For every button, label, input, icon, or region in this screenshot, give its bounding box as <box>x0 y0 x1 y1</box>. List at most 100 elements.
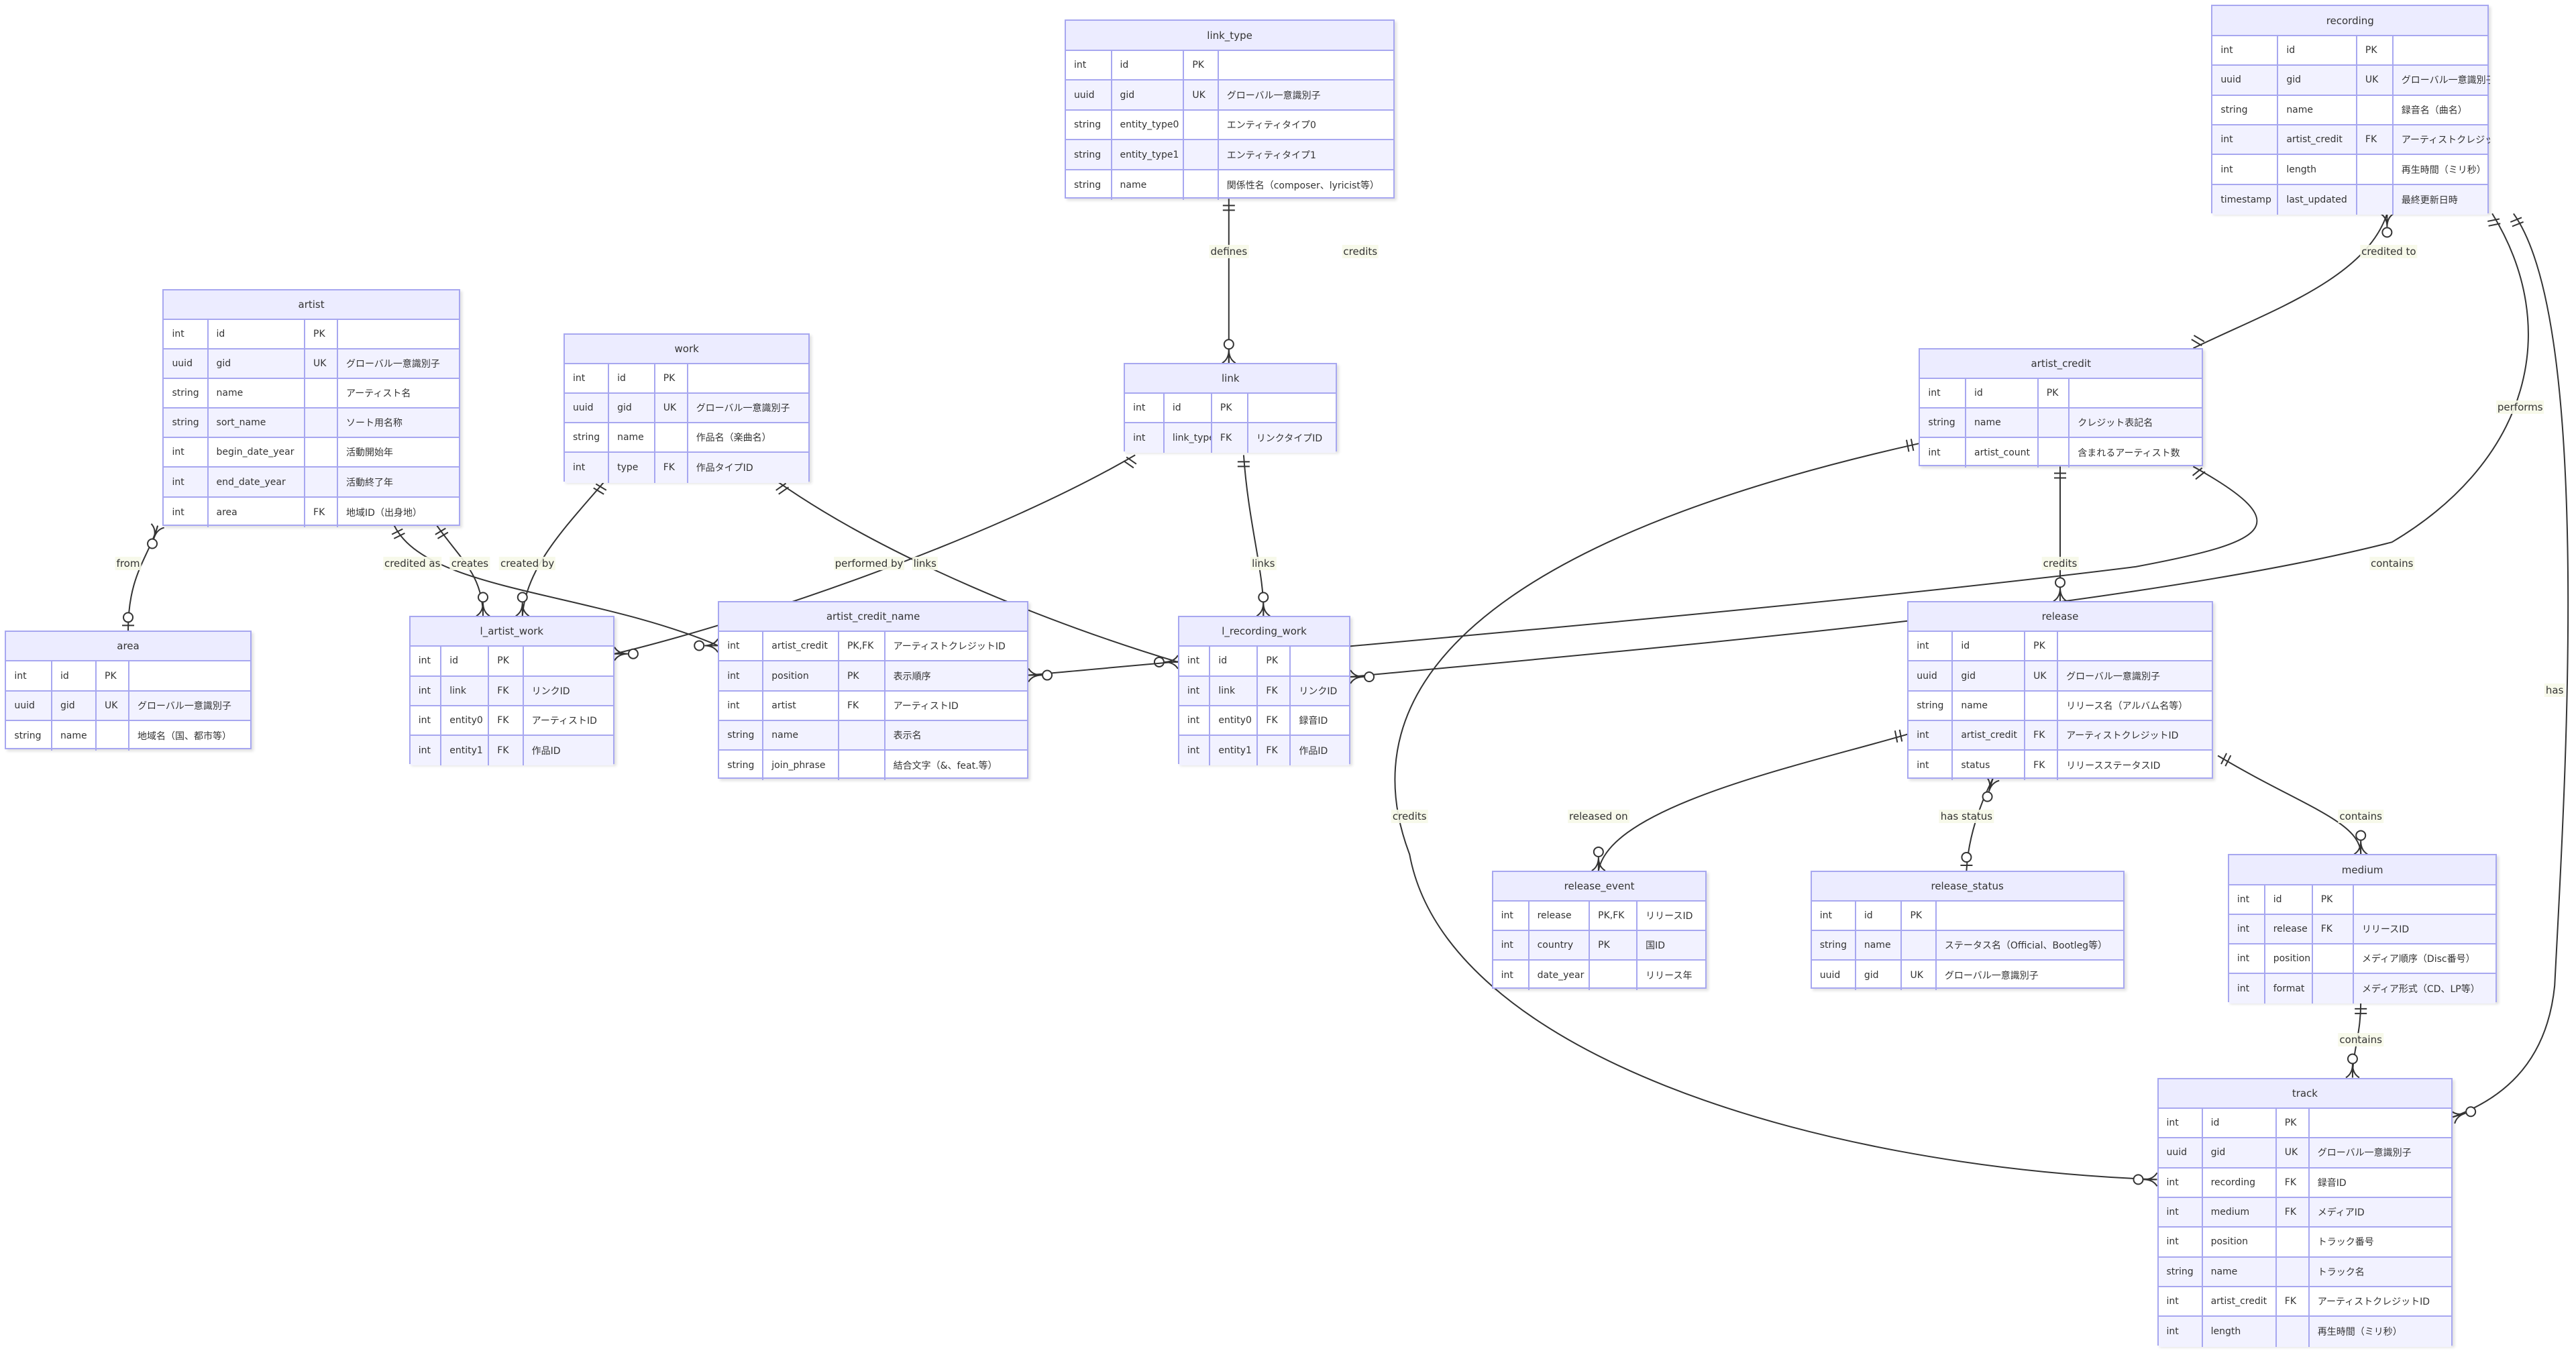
attribute-type: string <box>2159 1257 2203 1286</box>
attribute-name: medium <box>2203 1197 2277 1227</box>
attribute-type: string <box>565 423 610 452</box>
attribute-key: PK <box>1902 902 1937 930</box>
attribute-key <box>839 750 885 780</box>
attribute-comment: 再生時間（ミリ秒） <box>2401 164 2486 176</box>
attribute-comment: グローバル一意識別子 <box>1226 90 1321 101</box>
attribute-comment: アーティストクレジットID <box>893 641 1006 653</box>
attribute-key: FK <box>2277 1197 2310 1227</box>
cardinality-one-mark <box>1126 456 1137 465</box>
crows-foot-icon <box>515 602 530 617</box>
attribute-key <box>305 468 339 496</box>
attribute-key <box>305 438 339 467</box>
relationship-label: credits <box>1391 810 1428 824</box>
attribute-key: PK <box>305 320 339 349</box>
crows-foot-icon <box>2353 841 2368 855</box>
attribute-key: FK <box>489 706 524 735</box>
attribute-type: string <box>719 720 764 749</box>
attribute-comment: グローバル一意識別子 <box>2066 671 2161 682</box>
attribute-name: gid <box>1112 80 1185 109</box>
attribute-key <box>1902 931 1937 960</box>
crows-foot-icon <box>614 647 628 661</box>
cardinality-one-mark <box>593 487 604 495</box>
attribute-name: id <box>1953 632 2026 661</box>
attribute-key <box>2357 155 2394 184</box>
attribute-key: FK <box>489 676 524 705</box>
attribute-key <box>2277 1228 2310 1256</box>
attribute-type: uuid <box>2212 66 2279 95</box>
attribute-comment: グローバル一意識別子 <box>138 700 231 712</box>
cardinality-zero-mark <box>627 648 639 659</box>
attribute-comment: リリース名（アルバム名等） <box>2066 700 2188 712</box>
attribute-type: int <box>1179 647 1211 675</box>
attribute-comment <box>2058 632 2214 660</box>
attribute-comment: メディアID <box>2317 1207 2365 1219</box>
entity-title: track <box>2158 1079 2452 1109</box>
crows-foot-icon <box>704 638 719 653</box>
attribute-comment: 作品タイプID <box>696 463 753 474</box>
attribute-comment <box>338 320 462 348</box>
attribute-key: FK <box>2313 914 2354 943</box>
attribute-name: link <box>441 676 490 705</box>
attribute-type: int <box>1066 50 1112 80</box>
relationship-label: has <box>2544 683 2565 697</box>
crows-foot-icon <box>1028 667 1042 683</box>
attribute-key <box>97 720 130 751</box>
relationship-label: released on <box>1568 810 1629 824</box>
attribute-key: PK,FK <box>1590 902 1638 930</box>
attribute-type: int <box>2212 155 2279 184</box>
cardinality-zero-mark <box>2133 1174 2144 1185</box>
attribute-name: release <box>1529 902 1591 930</box>
relationship-line <box>436 525 484 616</box>
attribute-comment: アーティストID <box>531 715 597 726</box>
attribute-key: FK <box>305 497 339 527</box>
attribute-comment <box>524 647 616 675</box>
attribute-type: string <box>164 409 209 437</box>
attribute-comment: 再生時間（ミリ秒） <box>2317 1327 2402 1338</box>
cardinality-one-mark <box>2510 217 2522 223</box>
attribute-type: int <box>1812 902 1856 930</box>
attribute-key: PK,FK <box>839 632 885 661</box>
attribute-key: FK <box>2025 720 2059 749</box>
attribute-name: entity_type0 <box>1112 110 1185 140</box>
attribute-name: entity1 <box>441 735 490 765</box>
relationship-line <box>614 454 1136 655</box>
cardinality-one-mark <box>1894 730 1898 743</box>
attribute-key: FK <box>839 691 885 720</box>
attribute-key: UK <box>2357 66 2394 95</box>
attribute-key <box>2277 1317 2310 1347</box>
attribute-key <box>1184 170 1219 201</box>
attribute-type: int <box>1493 961 1529 991</box>
cardinality-one-mark <box>2195 471 2206 480</box>
attribute-key <box>1590 961 1638 991</box>
attribute-comment <box>2310 1109 2455 1137</box>
